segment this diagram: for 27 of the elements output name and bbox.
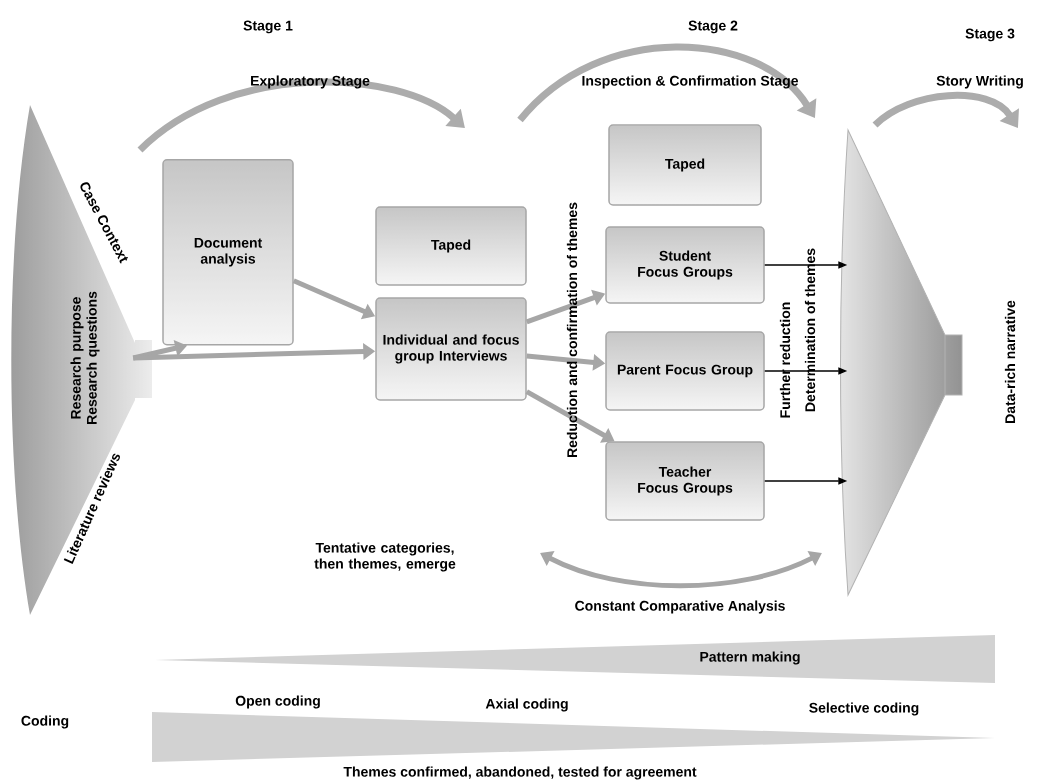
process-box: Taped	[375, 206, 527, 286]
process-box: Taped	[608, 124, 762, 206]
text-label: Pattern making	[700, 651, 800, 665]
text-label: Reduction and confirmation of themes	[566, 202, 578, 457]
text-label: Story Writing	[936, 75, 1023, 89]
text-label: Tentative categories, then themes, emerge	[314, 542, 456, 572]
funnel	[840, 129, 963, 596]
text-label: Inspection & Confirmation Stage	[582, 75, 799, 89]
process-box: Student Focus Groups	[605, 226, 765, 304]
text-label: Determination of themes	[804, 248, 816, 412]
text-label: Exploratory Stage	[251, 75, 370, 89]
process-box: Document analysis	[162, 159, 294, 346]
text-label: Stage 2	[688, 20, 738, 34]
text-label: Coding	[21, 715, 69, 729]
text-label: Constant Comparative Analysis	[575, 600, 785, 614]
process-box: Teacher Focus Groups	[605, 441, 765, 521]
text-label: Further reduction	[779, 302, 791, 418]
text-label: Stage 1	[243, 20, 293, 34]
text-label: Stage 3	[965, 28, 1015, 42]
text-label: Selective coding	[809, 702, 919, 716]
text-label: Themes confirmed, abandoned, tested for agreement	[343, 766, 697, 780]
text-label: Open coding	[235, 695, 320, 709]
funnel-label: Research purpose Research questions	[70, 291, 100, 424]
side-label: Data-rich narrative	[1004, 300, 1016, 423]
text-label: Axial coding	[485, 698, 568, 712]
process-box: Parent Focus Group	[605, 331, 765, 411]
process-box: Individual and focus group Interviews	[375, 297, 527, 401]
